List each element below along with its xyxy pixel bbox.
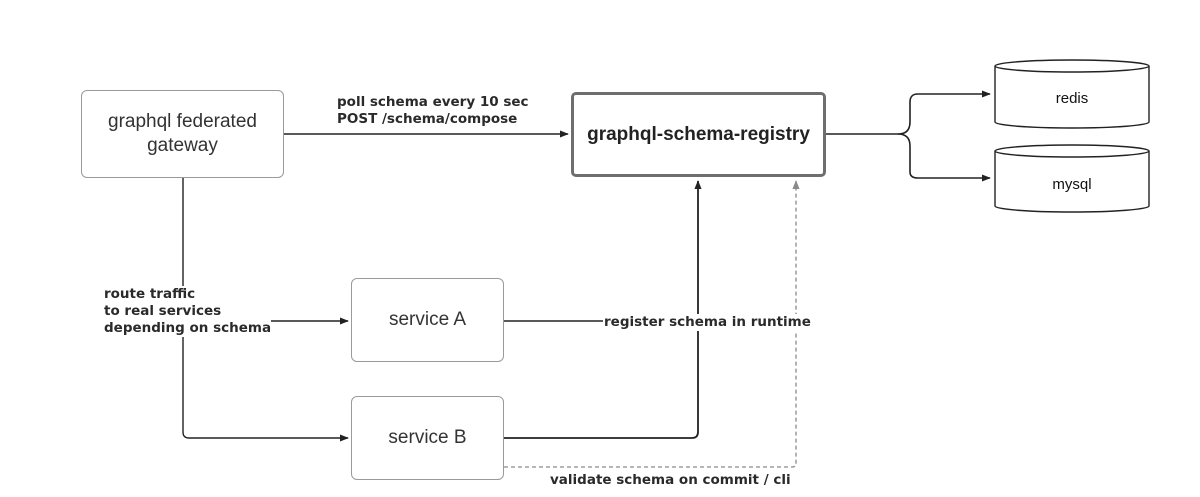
gateway-label: graphql federated gateway	[108, 111, 257, 156]
gateway-node[interactable]: graphql federated gateway	[81, 90, 284, 178]
schema-registry-node[interactable]: graphql-schema-registry	[571, 92, 826, 177]
validate-schema-label: validate schema on commit / cli	[550, 472, 791, 488]
edge-registry-to-mysql	[897, 133, 991, 182]
service-a-label: service A	[388, 309, 467, 331]
registry-label: graphql-schema-registry	[587, 123, 810, 145]
route-traffic-label: route traffic to real services depending…	[104, 286, 272, 337]
service-b-label: service B	[388, 427, 467, 449]
edge-gateway-to-service-b	[182, 178, 349, 442]
poll-schema-label: poll schema every 10 sec POST /schema/co…	[337, 94, 529, 127]
redis-label: redis	[1055, 90, 1089, 107]
redis-cylinder	[994, 59, 1150, 129]
register-schema-label: register schema in runtime	[603, 314, 812, 331]
edge-service-b-to-registry	[504, 180, 702, 439]
service-a-node[interactable]: service A	[351, 278, 504, 362]
mysql-cylinder	[994, 144, 1150, 213]
service-b-node[interactable]: service B	[351, 396, 504, 480]
mysql-label: mysql	[1052, 176, 1092, 193]
edge-registry-to-stores	[826, 90, 991, 135]
edge-service-b-validate	[504, 180, 800, 468]
